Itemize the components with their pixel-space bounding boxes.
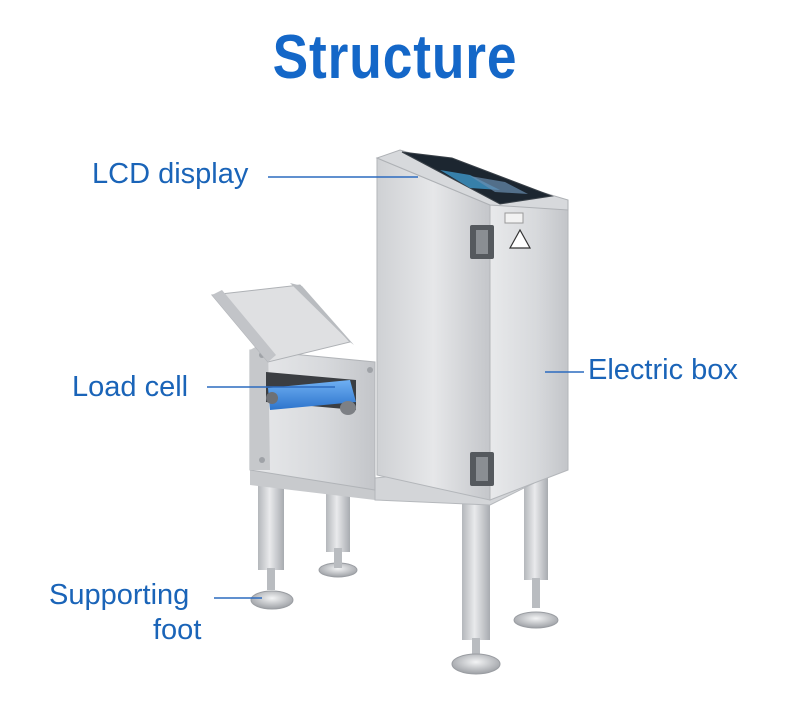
- label-lcd-display: LCD display: [92, 158, 249, 190]
- label-supporting-foot-line1: Supporting: [49, 579, 190, 611]
- label-supporting-foot-line2: foot: [153, 614, 202, 646]
- electric-box: [375, 149, 569, 501]
- load-cell-module: [211, 283, 376, 491]
- front-legs: [250, 470, 501, 675]
- infeed-chute: [211, 284, 351, 363]
- page-title: Structure: [272, 23, 518, 92]
- label-electric-box: Electric box: [588, 354, 738, 386]
- label-load-cell: Load cell: [72, 371, 189, 403]
- leader-lines: [207, 176, 584, 599]
